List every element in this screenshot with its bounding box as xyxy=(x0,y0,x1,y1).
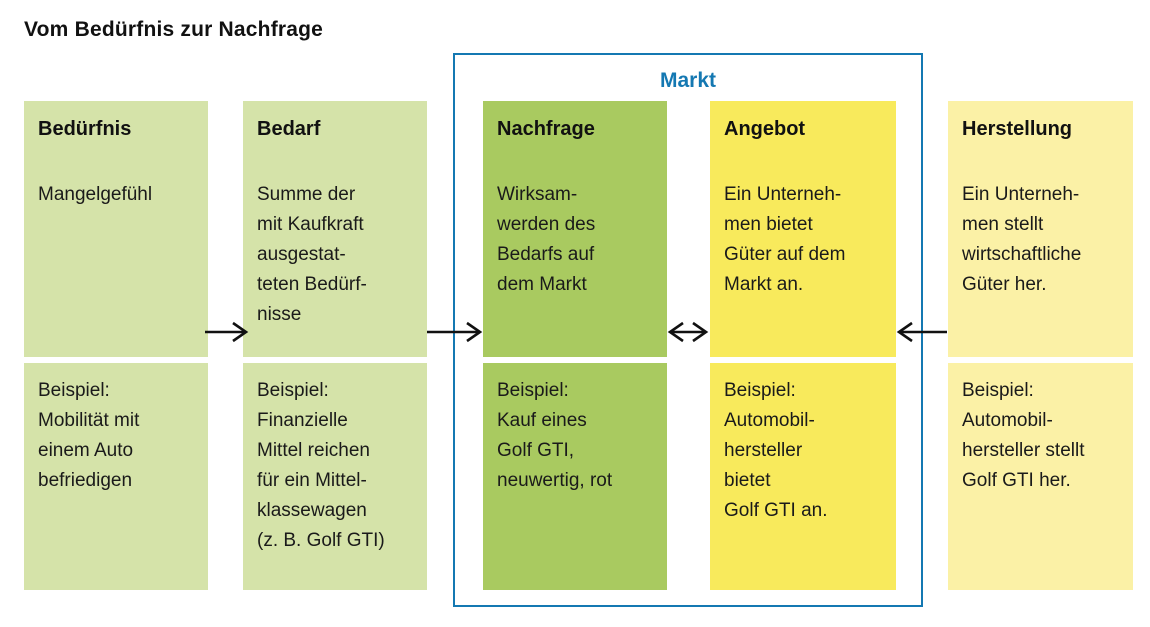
beduerfnis-description: Mangelgefühl xyxy=(38,184,153,205)
nachfrage-header: Nachfrage xyxy=(497,118,595,140)
markt-frame: Markt xyxy=(453,53,923,607)
beduerfnis-definition-box: Bedürfnis Mangelgefühl xyxy=(24,101,208,357)
beduerfnis-header: Bedürfnis xyxy=(38,118,132,140)
herstellung-header: Herstellung xyxy=(962,118,1073,140)
arrow-beduerfnis-to-bedarf-icon xyxy=(205,321,249,343)
diagram-title: Vom Bedürfnis zur Nachfrage xyxy=(24,18,324,41)
angebot-header: Angebot xyxy=(724,118,806,140)
bedarf-header: Bedarf xyxy=(257,118,321,140)
column-beduerfnis: Bedürfnis Mangelgefühl Beispiel:Mobilitä… xyxy=(24,101,208,590)
markt-label: Markt xyxy=(659,69,717,92)
